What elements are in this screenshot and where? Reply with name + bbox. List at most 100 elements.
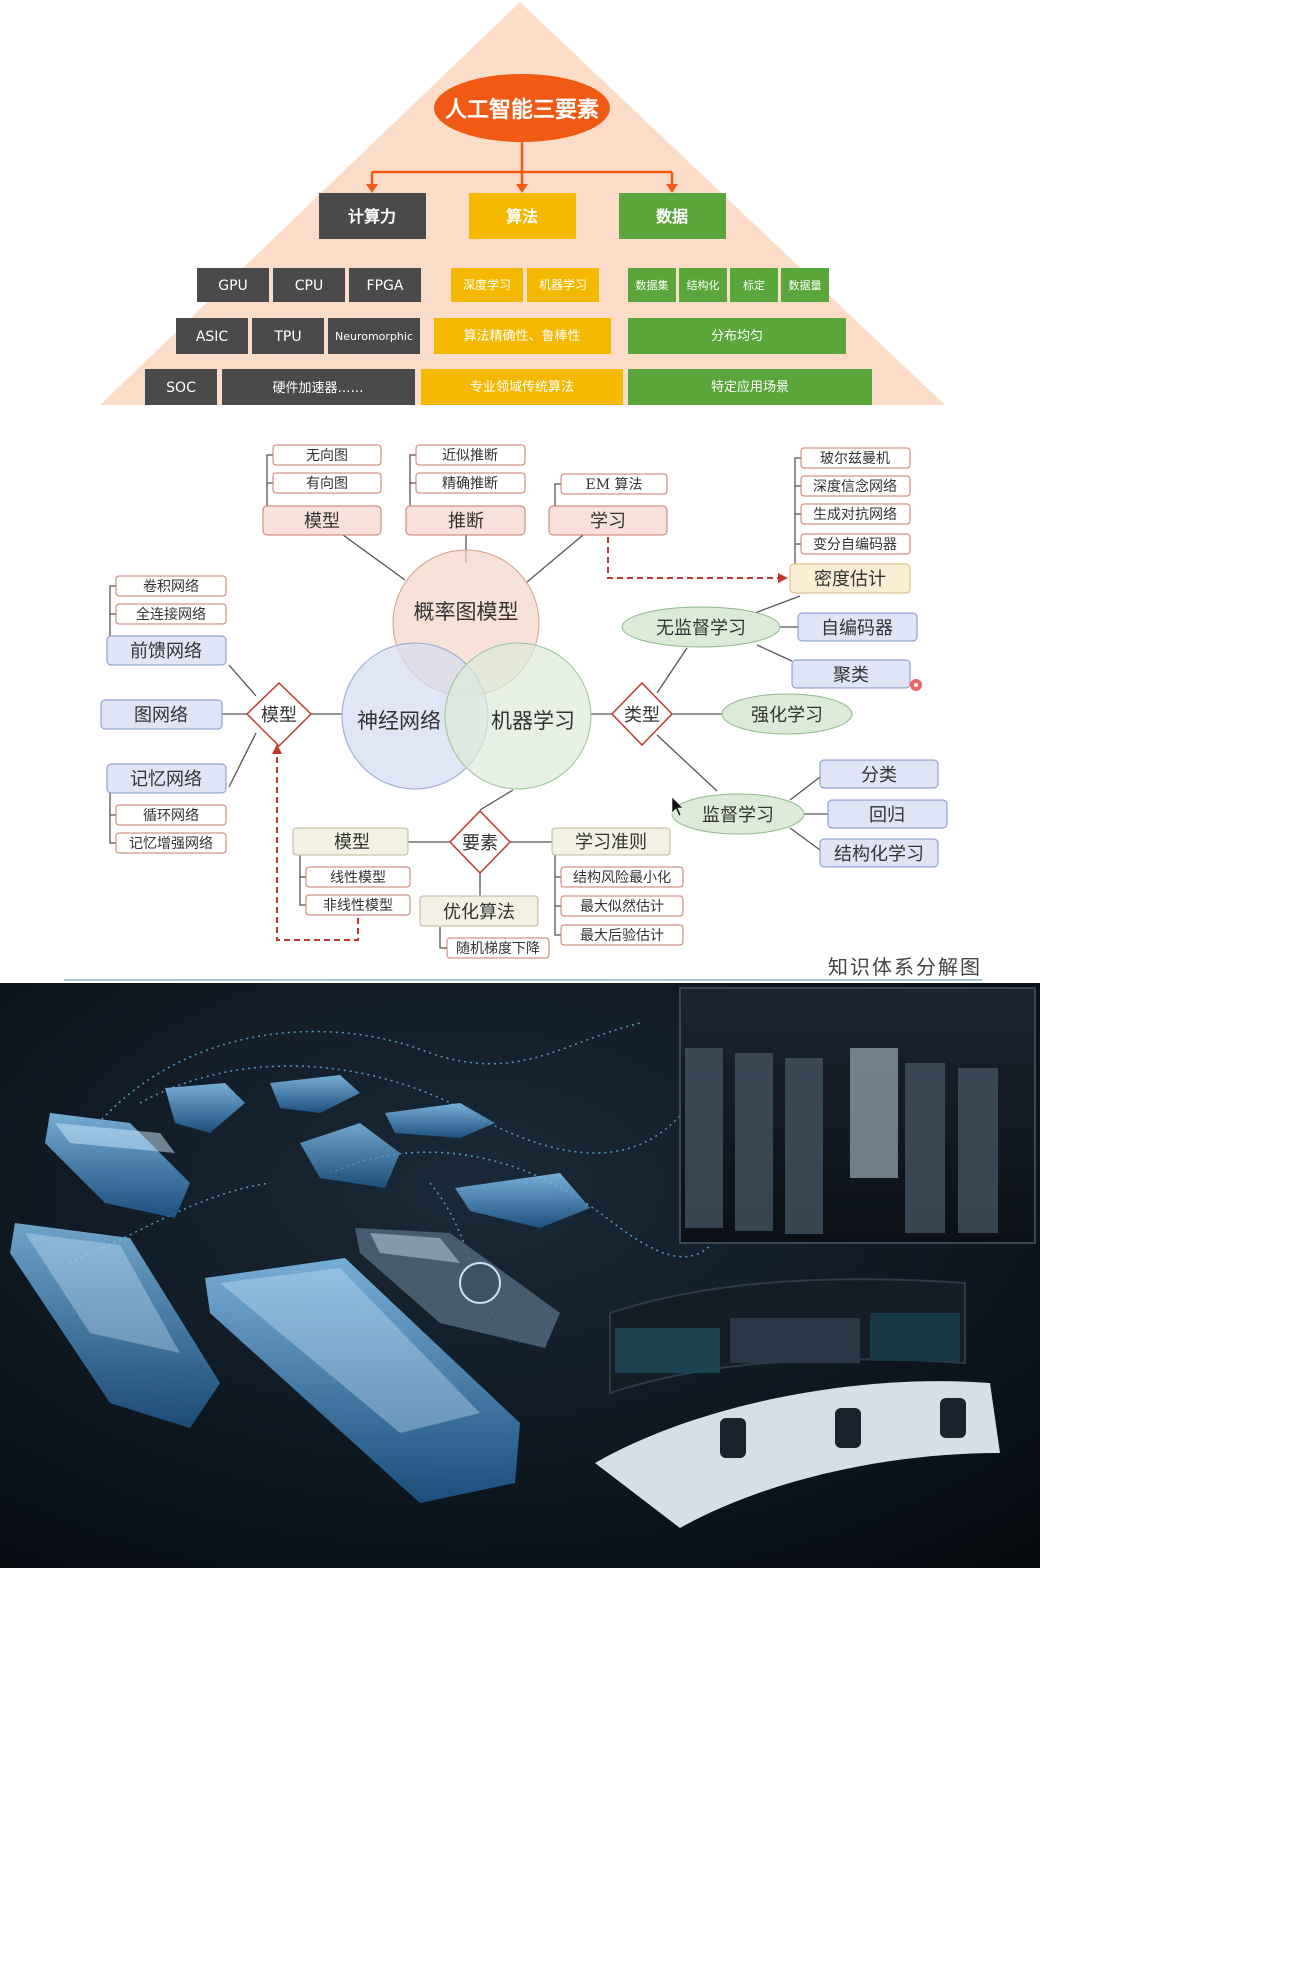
- leaf-node-label: 自编码器: [821, 618, 893, 639]
- mouse-pointer-icon: [671, 796, 684, 817]
- branch-node-label: 模型: [334, 832, 370, 853]
- leaf-node-label: 深度信念网络: [813, 478, 897, 495]
- leaf-node: [272, 472, 382, 494]
- compute-header-label: 计算力: [348, 207, 396, 226]
- autonomous-ships-scene: [0, 983, 1040, 1568]
- branch-node-label: 无监督学习: [656, 618, 746, 639]
- data-cell: [730, 268, 778, 302]
- branch-node-unsupervised: [621, 606, 781, 648]
- leaf-node-label: 回归: [869, 805, 905, 826]
- branch-node-criterion: [551, 827, 671, 856]
- compute-cell-label: TPU: [273, 329, 301, 345]
- branch-node-learning: [548, 505, 668, 536]
- algorithm-cell-label: 机器学习: [539, 277, 587, 292]
- data-header: [619, 193, 726, 239]
- branch-node-density: [789, 563, 911, 594]
- algorithm-cell: [451, 268, 523, 302]
- compute-cell-label: GPU: [218, 278, 248, 294]
- pyramid-title: 人工智能三要素: [445, 97, 599, 123]
- leaf-node: [446, 937, 550, 959]
- branch-node-supervised: [671, 793, 805, 835]
- algorithm-cell: [421, 369, 623, 405]
- venn-pgm-label: 概率图模型: [414, 600, 519, 624]
- algorithm-cell: [434, 318, 611, 354]
- compute-cell: [252, 318, 324, 354]
- branch-node-optimization: [419, 895, 539, 927]
- branch-node-graph: [100, 699, 223, 730]
- compute-cell-label: 硬件加速器……: [272, 381, 363, 396]
- leaf-node-label: 随机梯度下降: [456, 941, 540, 957]
- helideck-vessel-icon: [355, 1228, 560, 1348]
- leaf-node-label: 非线性模型: [323, 898, 393, 914]
- hub-diamond-label: 要素: [462, 833, 498, 854]
- data-cell-label: 数据量: [789, 278, 822, 292]
- branch-node-feedforward: [106, 635, 227, 666]
- pyramid-title-ellipse: [434, 74, 610, 142]
- leaf-node-label: 玻尔兹曼机: [820, 451, 890, 467]
- fleet-overview-wall-display: [679, 987, 1036, 1244]
- compute-cell: [349, 268, 421, 302]
- leaf-node-blue: [819, 759, 939, 789]
- data-cell: [628, 318, 846, 354]
- knowledge-system-diagram: 概率图模型 神经网络 机器学习 无向图 有向图 模型 近似推断 精确推断 推断 …: [64, 444, 982, 981]
- leaf-node: [800, 503, 911, 525]
- venn-ml-circle: [444, 642, 592, 790]
- compute-cell: [197, 268, 269, 302]
- control-room-consoles: [595, 1278, 1000, 1528]
- data-cell: [628, 369, 872, 405]
- leaf-node-label: 全连接网络: [136, 606, 206, 623]
- leaf-node-label: 最大后验估计: [580, 928, 664, 944]
- leaf-node-blue: [797, 612, 918, 642]
- data-cell: [679, 268, 727, 302]
- research-vessel-icon: [270, 1075, 360, 1113]
- algorithm-cell-label: 算法精确性、鲁棒性: [463, 329, 580, 344]
- patrol-boat-icon: [385, 1103, 495, 1138]
- leaf-node: [560, 924, 684, 946]
- leaf-node-label: 最大似然估计: [580, 898, 664, 915]
- leaf-node: [115, 603, 227, 625]
- ai-three-elements-pyramid: 人工智能三要素 计算力 算法 数据 GPU CPU FPGA ASIC TPU …: [100, 2, 945, 405]
- compute-cell-label: CPU: [295, 278, 323, 294]
- data-cell-label: 标定: [743, 278, 765, 292]
- data-cell-label: 分布均匀: [711, 329, 763, 344]
- diagram-caption: 知识体系分解图: [828, 955, 982, 979]
- leaf-node: [800, 447, 911, 469]
- branch-node-label: 记忆网络: [130, 769, 202, 790]
- data-cell-label: 结构化: [687, 278, 720, 292]
- data-cell: [628, 268, 676, 302]
- algorithm-header-label: 算法: [506, 207, 538, 226]
- branch-node-reinforcement: [721, 693, 853, 735]
- algorithm-header: [469, 193, 576, 239]
- branch-node-label: 学习准则: [575, 832, 647, 853]
- branch-node-label: 学习: [590, 511, 626, 532]
- hub-diamond-model: [245, 681, 313, 748]
- leaf-node: [800, 533, 911, 555]
- data-cell-label: 数据集: [636, 278, 669, 292]
- dashed-arrow-model-to-model: [272, 744, 359, 941]
- leaf-node: [115, 804, 227, 826]
- leaf-node-label: 分类: [861, 765, 897, 786]
- leaf-node-label: 有向图: [306, 476, 348, 492]
- cursor-dot-center: [914, 683, 918, 687]
- fishing-vessel-icon: [455, 1173, 590, 1228]
- branch-node-label: 前馈网络: [130, 641, 202, 662]
- leaf-node-blue: [827, 799, 948, 829]
- leaf-node: [115, 832, 227, 854]
- leaf-node: [305, 866, 411, 888]
- mindmap-connectors: [109, 454, 828, 949]
- leaf-node: [560, 895, 684, 917]
- branch-node-label: 模型: [304, 511, 340, 532]
- compute-cell-label: SOC: [166, 380, 196, 396]
- hub-diamond-label: 模型: [261, 705, 297, 726]
- leaf-node-label: 线性模型: [330, 870, 386, 886]
- hub-diamond-type: [610, 681, 674, 747]
- leaf-node-label: 无向图: [306, 448, 348, 464]
- data-cell: [781, 268, 829, 302]
- operator-chair-icons: [720, 1398, 966, 1458]
- leaf-node-label: 结构风险最小化: [573, 870, 671, 886]
- leaf-node-blue: [791, 659, 911, 689]
- leaf-node: [305, 894, 411, 916]
- data-header-label: 数据: [656, 207, 688, 226]
- leaf-node-label: 变分自编码器: [813, 537, 897, 553]
- pyramid-connectors: [370, 142, 674, 186]
